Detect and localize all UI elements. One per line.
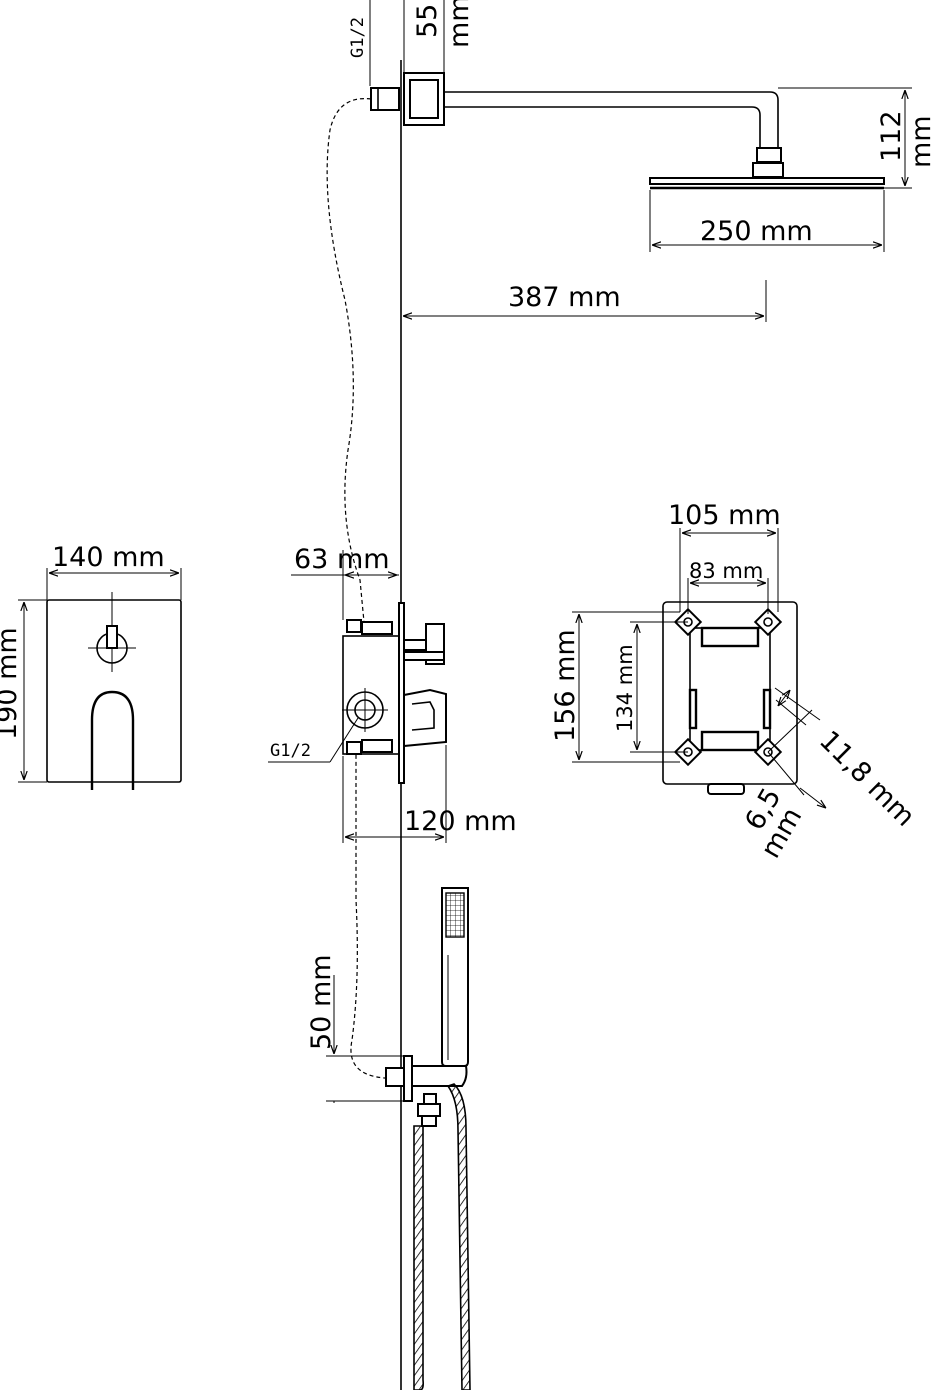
cover-height-dimension: 190 mm bbox=[0, 599, 47, 783]
svg-text:G1/2: G1/2 bbox=[348, 17, 368, 58]
svg-text:134 mm: 134 mm bbox=[613, 644, 637, 732]
svg-text:140 mm: 140 mm bbox=[52, 542, 165, 573]
mounting-hole bbox=[753, 607, 783, 637]
svg-text:120 mm: 120 mm bbox=[404, 806, 517, 837]
top-inlet-thread-callout: G1/2 bbox=[348, 0, 371, 86]
svg-text:11,8 mm: 11,8 mm bbox=[813, 725, 921, 833]
svg-text:63 mm: 63 mm bbox=[294, 544, 390, 575]
svg-text:387 mm: 387 mm bbox=[508, 282, 621, 313]
box-outer-width-dimension: 105 mm bbox=[668, 500, 781, 612]
mixer-projection-dimension: 120 mm bbox=[342, 745, 517, 843]
box-hole-width-dimension: 83 mm bbox=[687, 559, 769, 614]
drop-height-dimension: 112 mm bbox=[778, 87, 937, 189]
arm-projection-dimension: 387 mm bbox=[403, 280, 767, 322]
svg-text:50 mm: 50 mm bbox=[306, 954, 337, 1050]
svg-text:250 mm: 250 mm bbox=[700, 216, 813, 247]
mixer-depth-dimension: 63 mm bbox=[291, 544, 399, 620]
arm-height-unit: mm bbox=[444, 0, 475, 48]
concealed-pipe-upper bbox=[326, 98, 372, 623]
hand-outlet-height-dimension: 50 mm bbox=[306, 954, 404, 1103]
mixer-outlet-thread-callout: G1/2 bbox=[268, 717, 359, 763]
head-diameter-dimension: 250 mm bbox=[649, 190, 885, 252]
svg-text:190 mm: 190 mm bbox=[0, 627, 23, 740]
box-outer-height-dimension: 156 mm bbox=[550, 611, 680, 763]
svg-text:mm: mm bbox=[906, 115, 937, 168]
svg-text:112: 112 bbox=[876, 110, 907, 162]
arm-height-value: 55 bbox=[412, 4, 443, 38]
shower-arm-assembly bbox=[370, 72, 885, 190]
concealed-pipe-lower bbox=[350, 748, 386, 1079]
arm-height-dimension: 55 mm bbox=[403, 0, 475, 73]
cover-plate-front-view bbox=[46, 592, 182, 790]
svg-text:156 mm: 156 mm bbox=[550, 629, 581, 742]
mixer-side-view bbox=[342, 602, 447, 784]
box-hole-height-dimension: 134 mm bbox=[613, 621, 688, 753]
svg-text:105 mm: 105 mm bbox=[668, 500, 781, 531]
box-tab-dimension: 11,8 mm 6,5 mm bbox=[739, 687, 921, 864]
mounting-box-front-view bbox=[662, 601, 798, 795]
hand-shower-assembly bbox=[385, 887, 471, 1390]
svg-text:G1/2: G1/2 bbox=[270, 741, 311, 761]
svg-text:83 mm: 83 mm bbox=[689, 559, 763, 583]
cover-width-dimension: 140 mm bbox=[46, 542, 182, 600]
